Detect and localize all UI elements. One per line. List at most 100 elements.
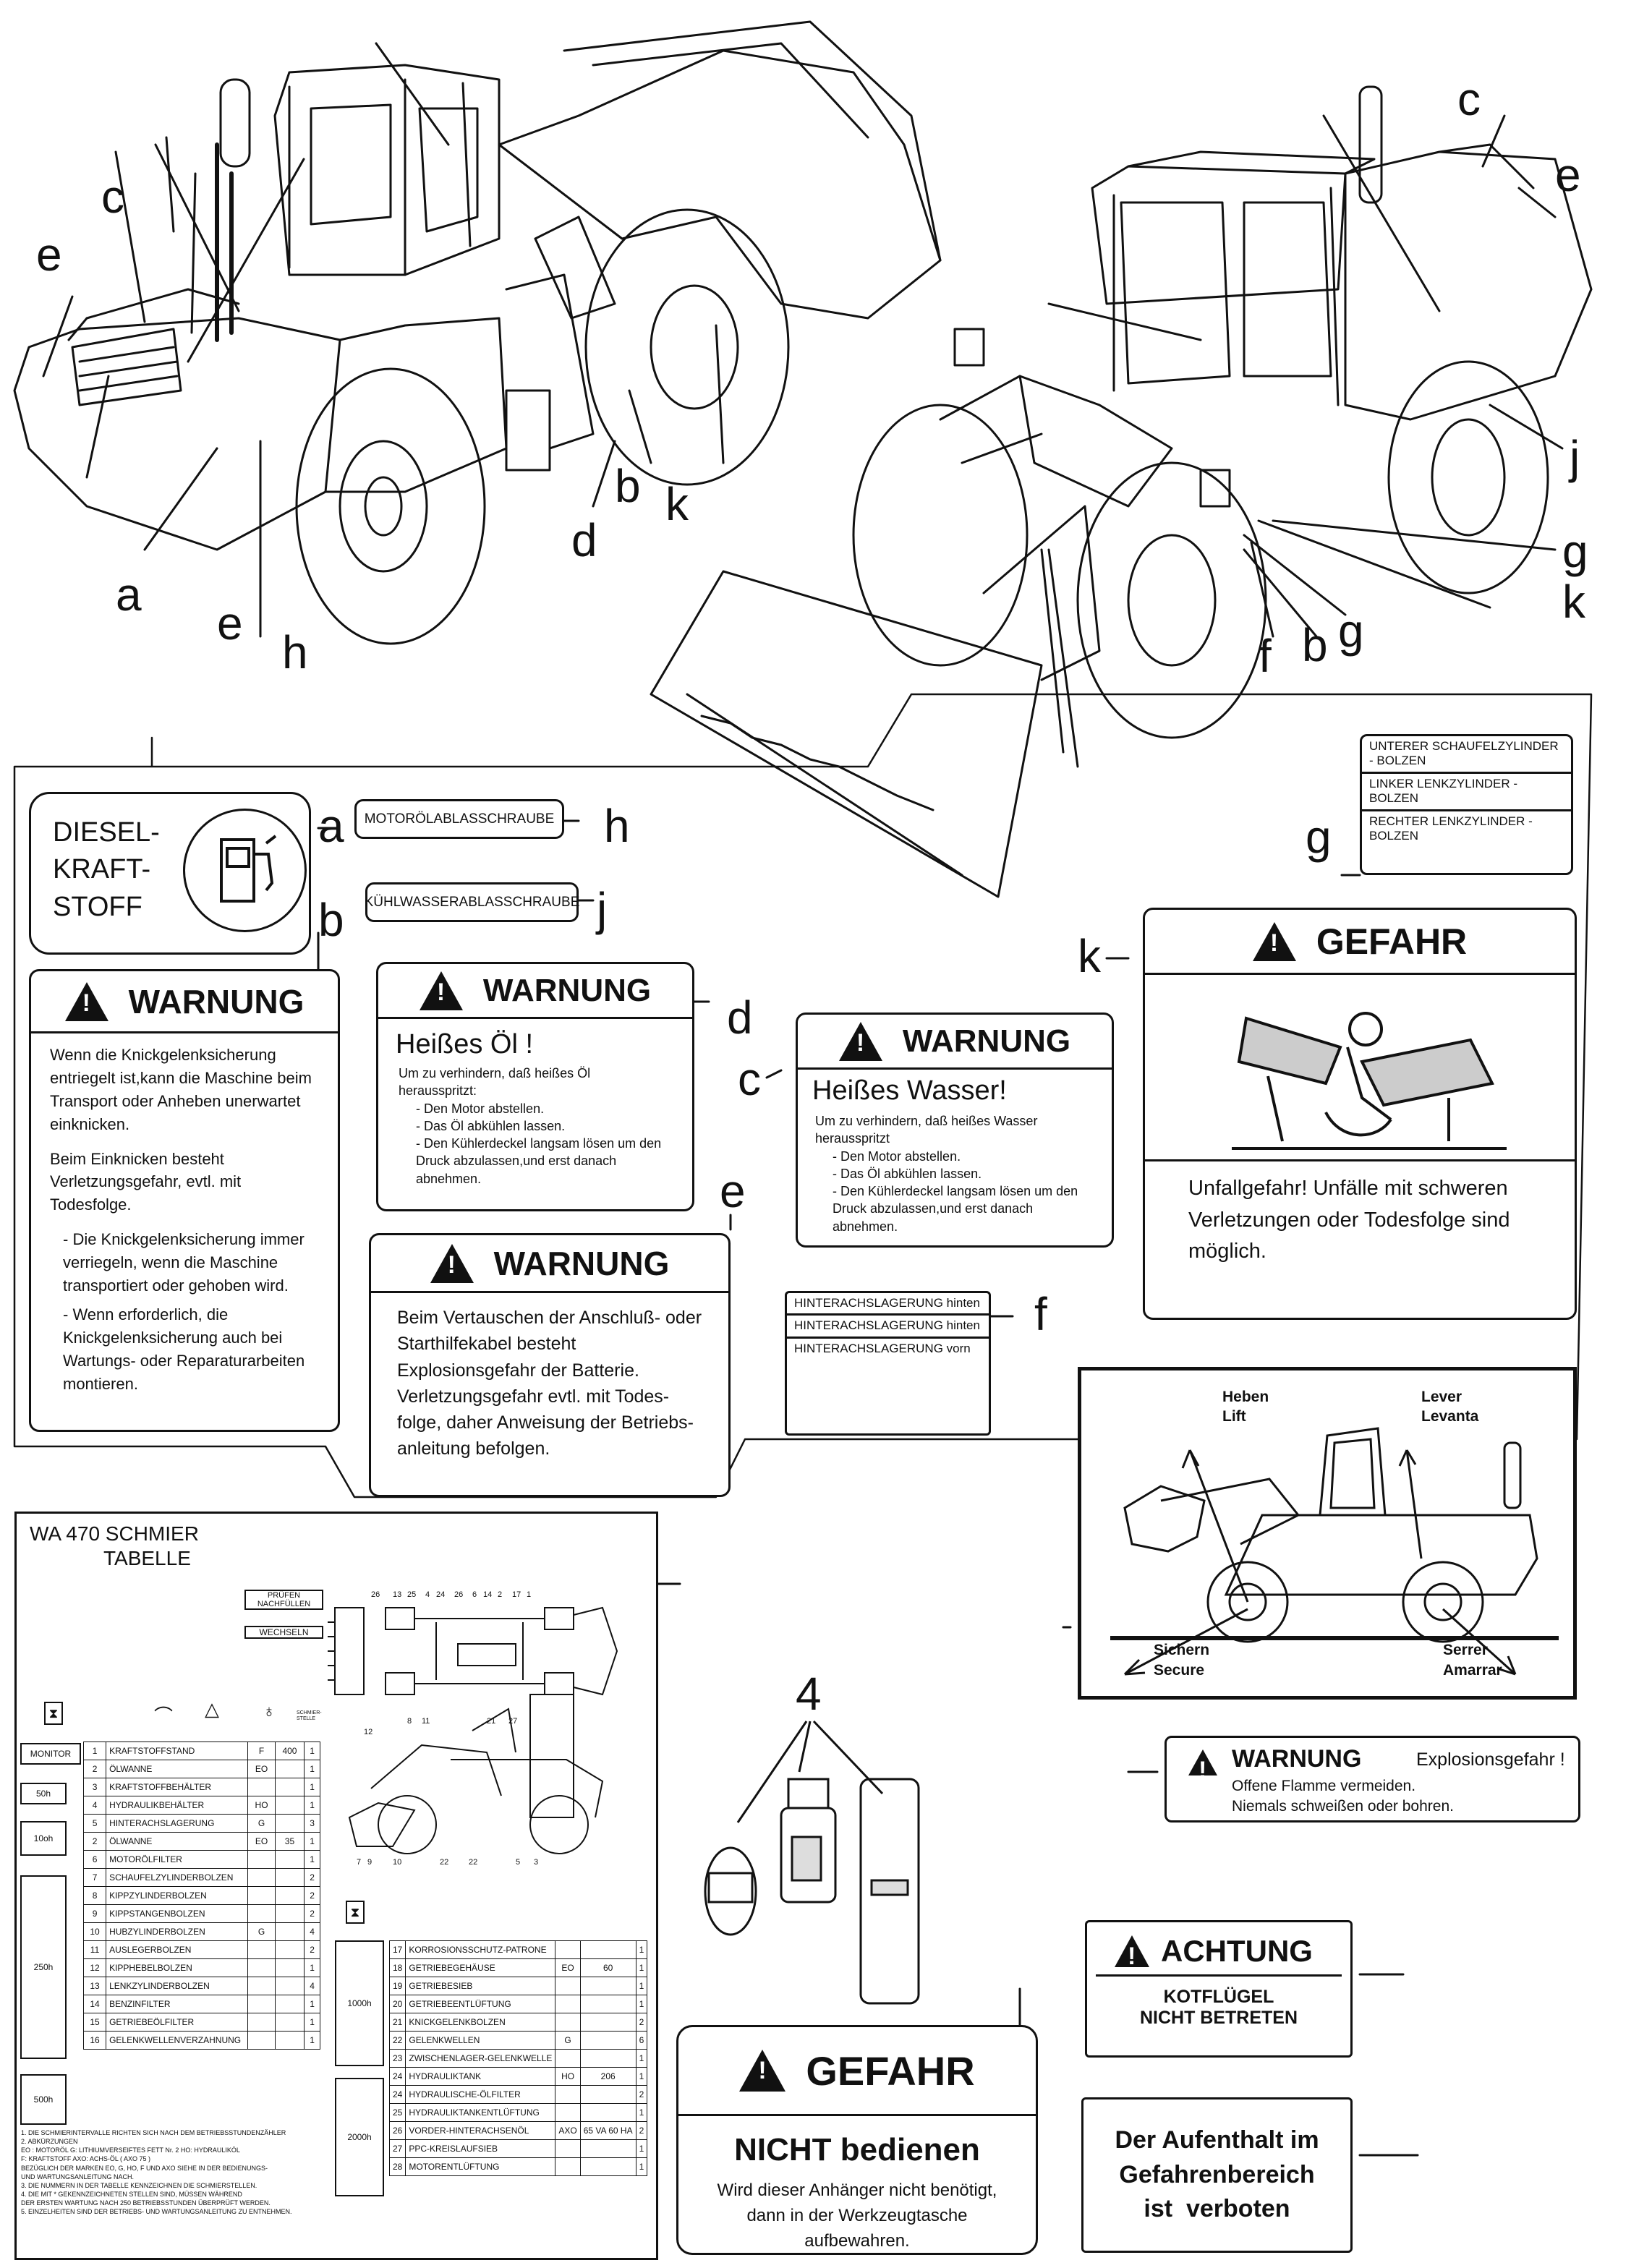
lube-cell: HO xyxy=(247,1796,276,1815)
decal-g-row-2: LINKER LENKZYLINDER - BOLZEN xyxy=(1362,774,1571,811)
lube-cell: GELENKWELLEN xyxy=(405,2031,556,2050)
lube-cell: 1 xyxy=(635,2139,648,2158)
lube-notes: 1. DIE SCHMIERINTERVALLE RICHTEN SICH NA… xyxy=(21,2129,292,2216)
lube-cell: KRAFTSTOFFBEHÄLTER xyxy=(106,1778,249,1796)
lube-cell: 1 xyxy=(635,1995,648,2013)
lube-cell: 15 xyxy=(82,2013,107,2032)
lube-cell: GETRIEBEÖLFILTER xyxy=(106,2013,249,2032)
decal-warnung-batterie: WARNUNG Beim Vertauschen der Anschluß- o… xyxy=(369,1233,731,1497)
lube-cell: 4 xyxy=(82,1796,107,1815)
lube-cell: 1 xyxy=(635,1977,648,1995)
lube-cell: 400 xyxy=(274,1742,305,1760)
interval-250h: 250h xyxy=(20,1875,67,2059)
lube-cell: 2 xyxy=(635,2121,648,2140)
lube-cell: 2 xyxy=(304,1940,320,1959)
interval-100h: 10oh xyxy=(20,1821,67,1856)
warnung-header: WARNUNG xyxy=(798,1015,1112,1070)
lube-cell xyxy=(247,1977,276,1995)
part-4-label: 4 xyxy=(796,1668,822,1720)
explosion-line-2: Niemals schweißen oder bohren. xyxy=(1232,1798,1454,1815)
lube-cell: HO xyxy=(555,2067,581,2086)
decal-g-letter: g xyxy=(1306,811,1332,863)
decal-warnung-explosion: WARNUNG Explosionsgefahr ! Offene Flamme… xyxy=(1165,1736,1580,1822)
lube-cell: 60 xyxy=(579,1958,636,1977)
decal-f-row-2: HINTERACHSLAGERUNG hinten xyxy=(787,1316,989,1339)
lube-cell: 65 VA 60 HA xyxy=(579,2121,636,2140)
lube-cell: 8 xyxy=(82,1886,107,1905)
lube-cell: 22 xyxy=(388,2031,406,2050)
warning-triangle-icon xyxy=(1115,1935,1149,1971)
lube-cell: AXO xyxy=(555,2121,581,2140)
interval-500h: 500h xyxy=(20,2074,67,2125)
lube-cell: 28 xyxy=(388,2157,406,2176)
lube-cell: 5 xyxy=(82,1814,107,1833)
lift-label-amarrar: Amarrar xyxy=(1443,1662,1502,1679)
lube-cell xyxy=(274,1904,305,1923)
decal-g-row-3: RECHTER LENKZYLINDER - BOLZEN xyxy=(1369,814,1533,843)
lube-cell: 26 xyxy=(388,2121,406,2140)
gefahr-header: GEFAHR xyxy=(1145,910,1575,975)
callout-b-left: b xyxy=(615,460,641,512)
lube-cell xyxy=(579,2013,636,2032)
decal-e-body: Beim Vertauschen der Anschluß- oder Star… xyxy=(397,1308,702,1459)
lube-cell xyxy=(247,2013,276,2032)
svg-text:25: 25 xyxy=(407,1590,416,1599)
achtung-line-1: KOTFLÜGEL xyxy=(1163,1987,1274,2007)
lube-cell: SCHAUFELZYLINDERBOLZEN xyxy=(106,1868,249,1887)
decal-aufenthalt-verboten: Der Aufenthalt im Gefahrenbereich ist ve… xyxy=(1081,2097,1353,2253)
callout-g-right-2: g xyxy=(1338,605,1364,657)
lube-cell: 2 xyxy=(82,1832,107,1851)
lube-cell xyxy=(247,2031,276,2050)
decal-d-letter: d xyxy=(727,992,753,1044)
svg-text:27: 27 xyxy=(508,1717,517,1726)
lube-cell: HYDRAULIKBEHÄLTER xyxy=(106,1796,249,1815)
lube-cell: KRAFTSTOFFSTAND xyxy=(106,1742,249,1760)
diesel-text: DIESEL- KRAFT- STOFF xyxy=(53,817,160,922)
lube-cell: 1 xyxy=(304,1742,320,1760)
lube-cell xyxy=(274,1886,305,1905)
lube-cell: 35 xyxy=(274,1832,305,1851)
lube-cell: MOTORENTLÜFTUNG xyxy=(405,2157,556,2176)
lube-cell: G xyxy=(247,1814,276,1833)
svg-text:13: 13 xyxy=(393,1590,401,1599)
lift-label-serrer: Serrer xyxy=(1443,1642,1488,1658)
decal-d-body: Um zu verhindern, daß heißes Öl heraussp… xyxy=(399,1066,662,1186)
decal-f-letter: f xyxy=(1034,1288,1047,1340)
lube-cell: 1 xyxy=(635,2067,648,2086)
lube-cell: 1 xyxy=(304,1958,320,1977)
decal-warnung-heisses-wasser: WARNUNG Heißes Wasser! Um zu verhindern,… xyxy=(796,1012,1114,1248)
decal-b-letter: b xyxy=(318,894,344,946)
warning-triangle-icon xyxy=(419,971,463,1010)
lube-cell: HYDRAULIKTANK xyxy=(405,2067,556,2086)
lube-cell: 1 xyxy=(304,2013,320,2032)
lube-cell: 20 xyxy=(388,1995,406,2013)
lube-cell: PPC-KREISLAUFSIEB xyxy=(405,2139,556,2158)
warning-triangle-icon xyxy=(1188,1749,1217,1785)
lube-cell xyxy=(274,1760,305,1778)
lube-cell xyxy=(555,1995,581,2013)
decal-c-body: Um zu verhindern, daß heißes Wasser hera… xyxy=(815,1114,1078,1234)
lube-cell: HUBZYLINDERBOLZEN xyxy=(106,1922,249,1941)
lube-cell: 1 xyxy=(304,1778,320,1796)
decal-gefahr-quetschen: GEFAHR Unfallgefahr! Unfälle mit schwere… xyxy=(1143,908,1577,1320)
lube-cell: MOTORÖLFILTER xyxy=(106,1850,249,1869)
lube-cell: 2 xyxy=(304,1904,320,1923)
lube-cell: 4 xyxy=(304,1977,320,1995)
warnung-header: WARNUNG xyxy=(378,964,692,1019)
lube-cell: 1 xyxy=(635,2103,648,2122)
svg-text:2: 2 xyxy=(498,1590,502,1599)
callout-b-right: b xyxy=(1302,619,1328,671)
lube-cell xyxy=(579,1977,636,1995)
interval-50h: 50h xyxy=(20,1783,67,1804)
